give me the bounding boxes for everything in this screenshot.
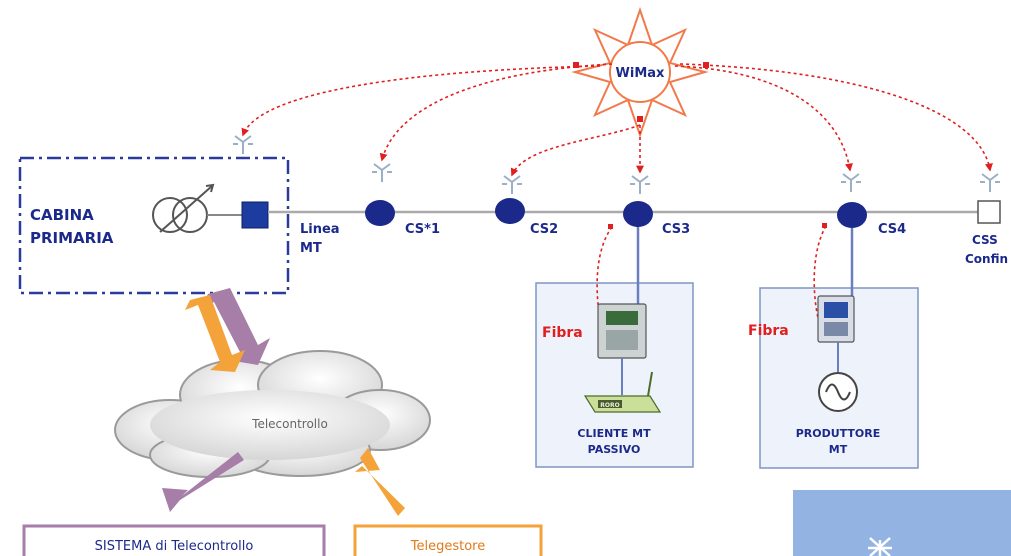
node-cs3-label: CS3 (662, 222, 690, 237)
secondary-nodes: CS*1 CS2 CS3 CS4 CSS Confin (365, 198, 1008, 266)
controller-device-icon (817, 295, 855, 343)
node-cs3 (623, 201, 653, 227)
antennas (233, 135, 1000, 194)
telecontrollo-cloud: Telecontrollo (114, 350, 431, 478)
primary-cabin-label-2: PRIMARIA (30, 229, 114, 247)
link-cs2 (510, 124, 641, 177)
modem-icon: RORO (583, 371, 662, 413)
antenna-icon (980, 173, 1000, 192)
node-css-label-2: Confin (965, 252, 1008, 266)
sistema-box (22, 524, 326, 556)
node-css-label-1: CSS (972, 233, 998, 247)
arrow-orange-top (185, 295, 245, 372)
cliente-fiber-label: Fibra (542, 325, 583, 341)
telegestore-box (353, 524, 543, 556)
antenna-icon (841, 173, 861, 192)
produttore-panel: Fibra PRODUTTORE MT (748, 223, 919, 469)
link-cs4 (674, 65, 853, 172)
generator-icon (818, 372, 858, 412)
arrow-purple-bottom (162, 452, 244, 512)
bottom-boxes: SISTEMA di Telecontrollo Telegestore (22, 524, 543, 556)
node-cs2-label: CS2 (530, 222, 558, 237)
sparkle-icon (868, 537, 892, 556)
relay-device-icon (597, 303, 647, 359)
primary-cabin-label-1: CABINA (30, 206, 94, 224)
antenna-icon (372, 163, 392, 182)
decorative-tile (793, 490, 1011, 556)
telegestore-label: Telegestore (410, 539, 485, 554)
modem-label: RORO (600, 402, 619, 409)
cloud-label: Telecontrollo (251, 417, 328, 431)
link-css (679, 63, 993, 172)
produttore-fiber-label: Fibra (748, 323, 789, 339)
antenna-icon (630, 175, 650, 194)
wimax-label: WiMax (616, 66, 666, 81)
node-cs4 (837, 202, 867, 228)
cliente-panel: Fibra RORO CLIENTE MT PASSIVO (535, 224, 694, 468)
arrow-orange-bottom (355, 448, 405, 516)
antenna-icon (502, 175, 522, 194)
transformer-icon (152, 183, 215, 233)
wimax-sun: WiMax (571, 6, 709, 139)
node-cs1-label: CS*1 (405, 222, 440, 237)
line-mt-label-2: MT (300, 241, 322, 256)
arrow-purple-top (200, 288, 270, 365)
wireless-links (241, 63, 993, 177)
produttore-label-2: MT (829, 443, 848, 456)
line-mt-label-1: Linea (300, 222, 340, 237)
produttore-label-1: PRODUTTORE (796, 427, 881, 440)
antenna-icon (233, 135, 253, 154)
link-endpoints (573, 62, 709, 122)
node-cs4-label: CS4 (878, 222, 906, 237)
cliente-label-1: CLIENTE MT (577, 427, 651, 440)
node-css (977, 200, 1001, 224)
node-cs2 (495, 198, 525, 224)
connection-arrows (162, 288, 405, 516)
breaker-icon (241, 201, 269, 229)
link-primary (241, 65, 601, 137)
sistema-label: SISTEMA di Telecontrollo (95, 539, 254, 554)
primary-cabin: CABINA PRIMARIA (18, 156, 290, 295)
link-cs1 (379, 63, 613, 162)
node-cs1 (365, 200, 395, 226)
cliente-label-2: PASSIVO (588, 443, 641, 456)
